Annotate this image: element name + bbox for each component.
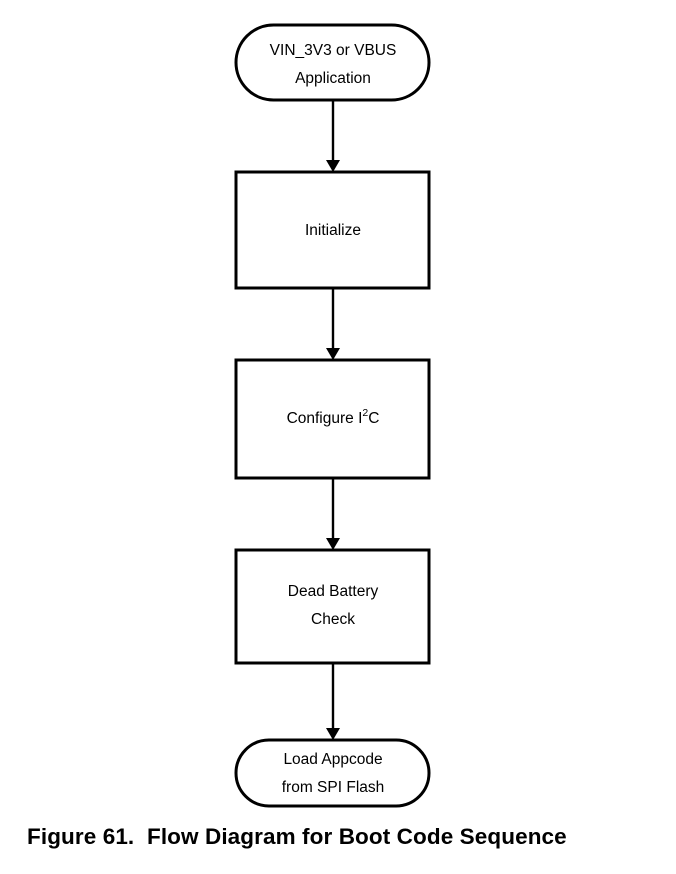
node-load-appcode-shape[interactable] [234,738,431,808]
node-dead-battery-check-shape[interactable] [234,548,431,665]
node-start-label-line1: VIN_3V3 or VBUS [270,42,397,59]
node-initialize[interactable]: Initialize [234,170,431,290]
node-initialize-shape[interactable] [234,170,431,290]
node-dead-battery-check-label-line2: Check [311,611,355,628]
node-start[interactable]: VIN_3V3 or VBUS Application [234,23,431,102]
arrowhead-icon [326,160,340,172]
node-load-appcode-label-line1: Load Appcode [283,751,382,768]
node-configure-i2c-label: Configure I2C [287,407,380,427]
node-configure-i2c-shape[interactable] [234,358,431,480]
connector-initialize-to-configure-i2c [326,288,340,360]
node-load-appcode[interactable]: Load Appcode from SPI Flash [234,738,431,808]
arrowhead-icon [326,348,340,360]
connector-configure-i2c-to-dead-battery-check [326,478,340,550]
node-dead-battery-check[interactable]: Dead Battery Check [234,548,431,665]
node-dead-battery-check-label-line1: Dead Battery [288,583,379,600]
figure-caption: Figure 61. Flow Diagram for Boot Code Se… [27,824,567,849]
node-start-shape[interactable] [234,23,431,102]
arrowhead-icon [326,728,340,740]
node-initialize-label: Initialize [305,222,361,239]
node-load-appcode-label-line2: from SPI Flash [282,779,385,796]
node-start-label-line2: Application [295,70,371,87]
connector-dead-battery-check-to-load-appcode [326,663,340,740]
node-configure-i2c[interactable]: Configure I2C [234,358,431,480]
node-configure-i2c-label-superscript: 2 [362,407,368,419]
connector-start-to-initialize [326,100,340,172]
arrowhead-icon [326,538,340,550]
node-configure-i2c-label-prefix: Configure I [287,410,363,427]
node-configure-i2c-label-suffix: C [368,410,379,427]
